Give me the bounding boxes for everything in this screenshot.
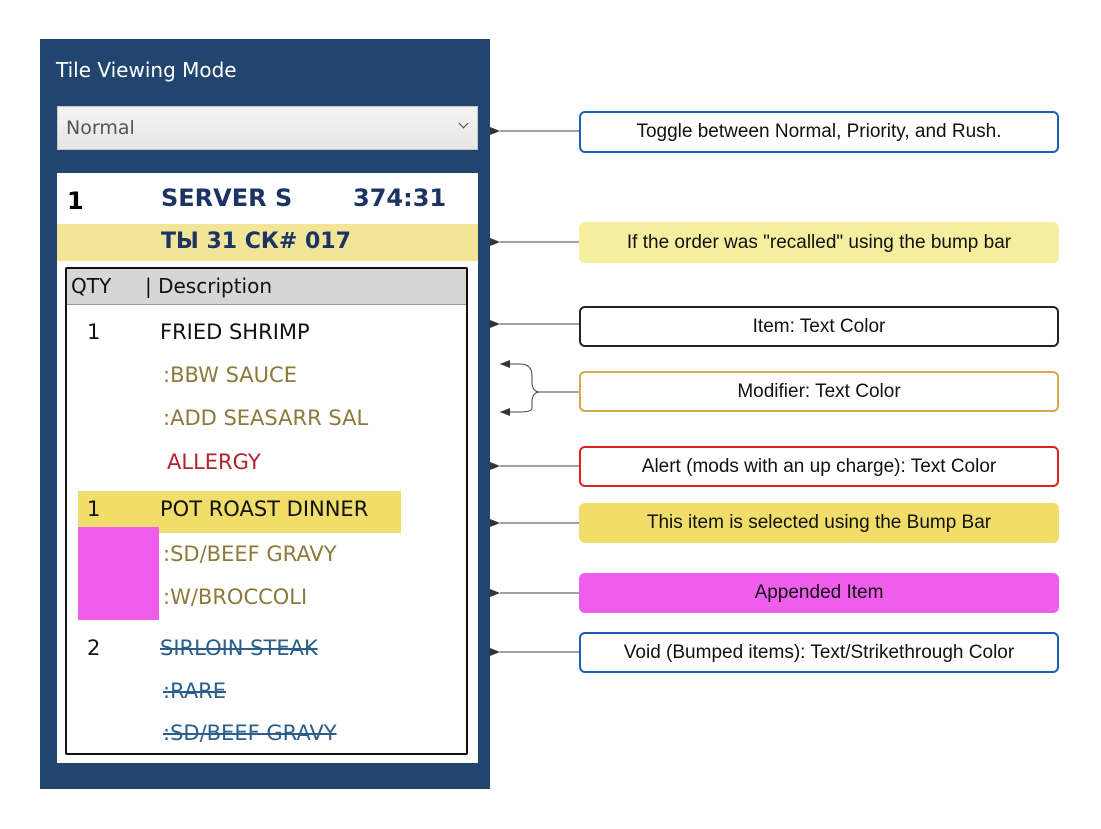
panel-title: Tile Viewing Mode — [56, 58, 237, 82]
recall-highlight — [57, 224, 478, 261]
qty-column-header: QTY — [71, 274, 112, 298]
ticket-number: 1 — [67, 187, 84, 215]
void-modifier-line: :RARE — [163, 679, 227, 703]
item-qty: 1 — [87, 497, 101, 521]
select-value: Normal — [66, 117, 135, 139]
modifier-line: :ADD SEASARR SAL — [163, 406, 369, 430]
ticket-item-list: QTY | Description 1 FRIED SHRIMP :BBW SA… — [65, 267, 468, 755]
alert-line: ALLERGY — [167, 450, 261, 474]
selected-item-highlight — [78, 491, 401, 533]
callout-selected: This item is selected using the Bump Bar — [579, 503, 1059, 543]
item-description[interactable]: FRIED SHRIMP — [160, 320, 310, 344]
column-header: QTY | Description — [67, 269, 466, 305]
ticket-server: SERVER S — [161, 184, 293, 212]
void-item-description[interactable]: SIRLOIN STEAK — [160, 636, 318, 660]
void-modifier-line: :SD/BEEF GRAVY — [163, 721, 337, 745]
appended-item-highlight — [78, 527, 159, 620]
ticket-time: 374:31 — [353, 184, 447, 212]
tile-viewing-mode-select[interactable]: Normal — [57, 106, 478, 150]
modifier-line: :BBW SAUCE — [163, 363, 297, 387]
item-qty: 1 — [87, 320, 101, 344]
callout-appended: Appended Item — [579, 573, 1059, 613]
item-qty: 2 — [87, 636, 101, 660]
modifier-line: :SD/BEEF GRAVY — [163, 542, 337, 566]
callout-recalled: If the order was "recalled" using the bu… — [579, 222, 1059, 263]
ticket-recall-line: ТЫ 31 СК# 017 — [161, 229, 351, 254]
callout-void: Void (Bumped items): Text/Strikethrough … — [579, 632, 1059, 673]
item-description-selected[interactable]: POT ROAST DINNER — [160, 497, 369, 521]
description-column-header: | Description — [145, 274, 273, 298]
callout-alert-color: Alert (mods with an up charge): Text Col… — [579, 446, 1059, 487]
arrow-modifier-brace — [500, 363, 579, 413]
modifier-line: :W/BROCCOLI — [163, 585, 308, 609]
callout-modifier-color: Modifier: Text Color — [579, 371, 1059, 412]
callout-toggle: Toggle between Normal, Priority, and Rus… — [579, 111, 1059, 153]
callout-item-color: Item: Text Color — [579, 306, 1059, 347]
